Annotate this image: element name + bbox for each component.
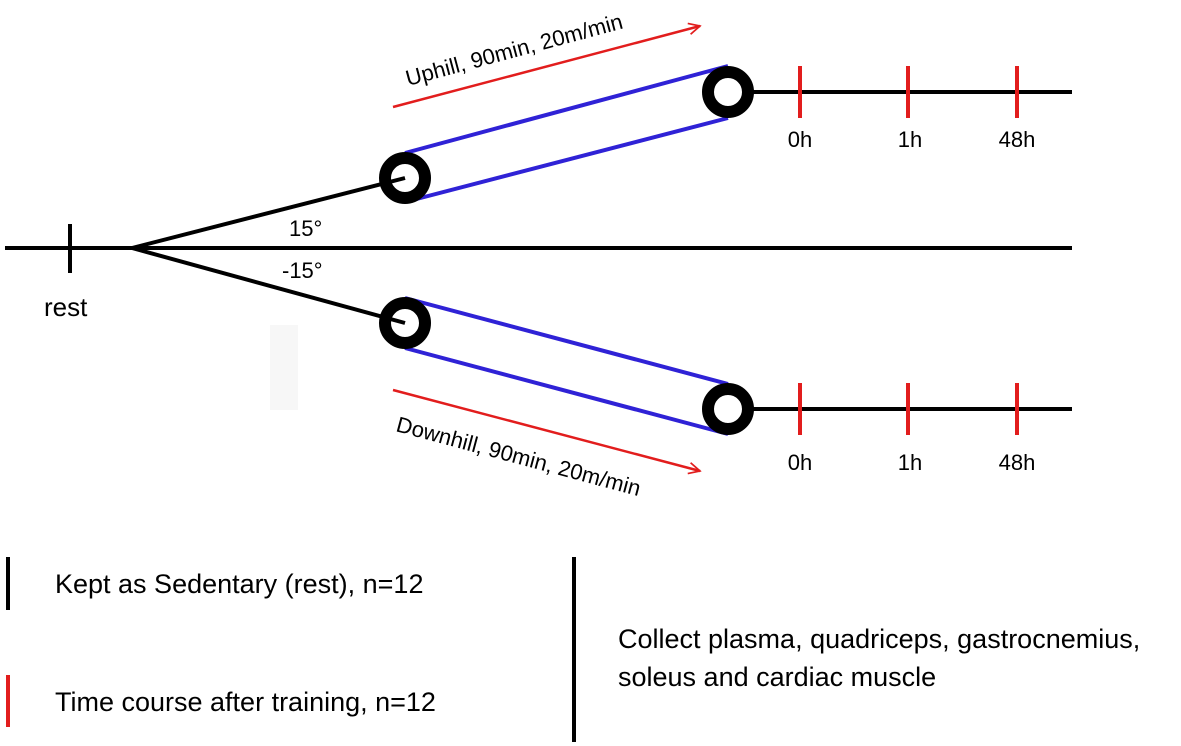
uphill-timepoint-1h: 1h	[898, 127, 922, 152]
uphill-start-roller	[379, 152, 431, 204]
downhill-timepoint-48h: 48h	[999, 450, 1036, 475]
legend-time-course-text: Time course after training, n=12	[55, 687, 436, 717]
downhill-timepoint-1h: 1h	[898, 450, 922, 475]
collect-text-line2: soleus and cardiac muscle	[618, 662, 936, 692]
uphill-label: Uphill, 90min, 20m/min	[403, 9, 626, 91]
uphill-end-roller	[702, 66, 754, 118]
downhill-arrow	[392, 388, 700, 471]
legend-sedentary-text: Kept as Sedentary (rest), n=12	[55, 569, 423, 599]
uphill-treadmill	[379, 64, 754, 204]
rest-label: rest	[44, 292, 88, 322]
uphill-arrow	[392, 26, 700, 109]
legend: Kept as Sedentary (rest), n=12 Time cour…	[6, 557, 1140, 742]
uphill-timepoint-48h: 48h	[999, 127, 1036, 152]
downhill-timecourse: 0h 1h 48h	[748, 383, 1072, 475]
faint-background-box	[270, 325, 298, 410]
downhill-treadmill	[379, 296, 754, 436]
uphill-timecourse: 0h 1h 48h	[748, 66, 1072, 152]
downhill-start-roller	[379, 297, 431, 349]
uphill-branch	[131, 176, 406, 250]
downhill-end-roller	[702, 383, 754, 435]
uphill-timepoint-0h: 0h	[788, 127, 812, 152]
collect-text-line1: Collect plasma, quadriceps, gastrocnemiu…	[618, 624, 1140, 654]
downhill-angle-label: -15°	[282, 258, 323, 283]
uphill-angle-label: 15°	[289, 216, 322, 241]
downhill-label: Downhill, 90min, 20m/min	[394, 412, 644, 501]
downhill-branch	[131, 246, 406, 325]
downhill-timepoint-0h: 0h	[788, 450, 812, 475]
